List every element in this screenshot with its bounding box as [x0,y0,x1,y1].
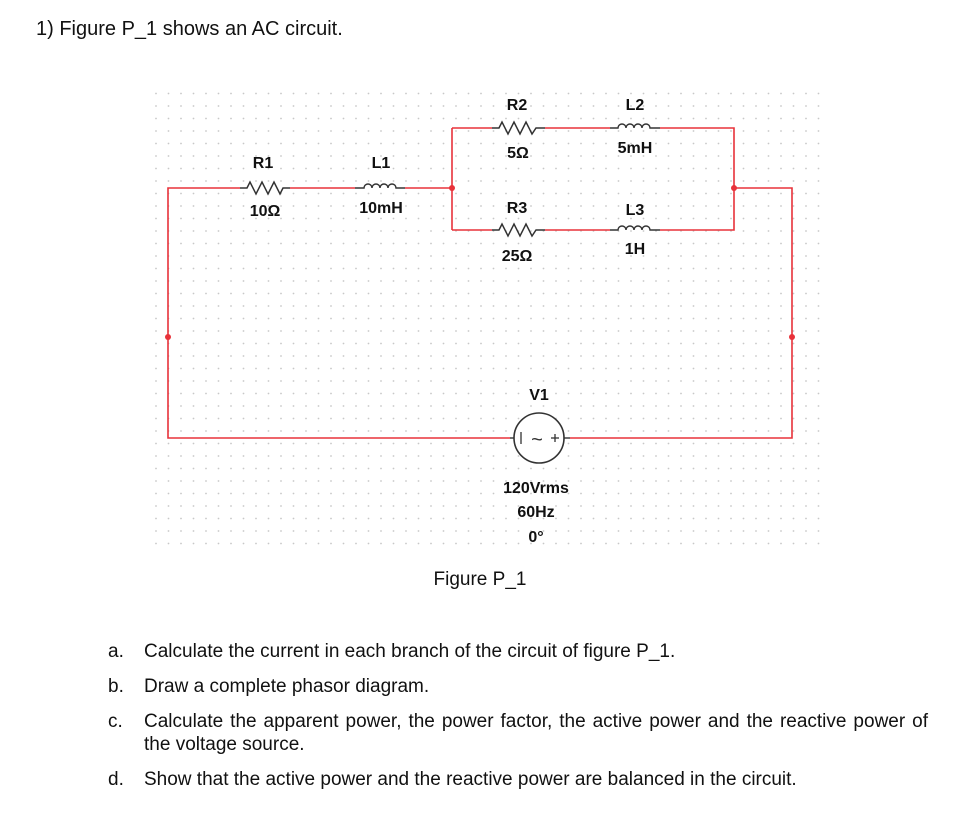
r1-label: R1 [253,155,274,172]
wire-right-loop [570,187,793,439]
task-text: Calculate the apparent power, the power … [144,711,928,755]
v1-voltage: 120Vrms [503,480,569,497]
r3-label: R3 [507,200,528,217]
l3-value: 1H [625,241,645,258]
task-item: d. Show that the active power and the re… [108,768,928,791]
v1-frequency: 60Hz [517,504,554,521]
resistor-r1-symbol [240,180,290,196]
junction-node [449,185,455,191]
circuit-diagram: ~ R1 10Ω L1 10mH R2 5Ω L2 5mH R3 25Ω L3 … [150,86,820,590]
inductor-l2-symbol [610,123,660,129]
r2-value: 5Ω [507,145,529,162]
task-list: a. Calculate the current in each branch … [108,640,928,803]
task-letter: a. [108,641,124,662]
task-letter: c. [108,711,123,732]
task-item: b. Draw a complete phasor diagram. [108,675,928,698]
wire-left-loop [167,187,510,439]
task-letter: b. [108,676,124,697]
v1-label: V1 [529,387,549,404]
grid-background [150,86,820,548]
r2-label: R2 [507,97,528,114]
wires [167,127,793,439]
r3-value: 25Ω [502,248,533,265]
resistor-r2-symbol [492,120,545,136]
l1-value: 10mH [359,200,403,217]
junction-node [731,185,737,191]
l2-value: 5mH [618,140,653,157]
junction-node [789,334,795,340]
task-text: Calculate the current in each branch of … [144,641,676,662]
figure-caption: Figure P_1 [434,569,527,590]
task-text: Draw a complete phasor diagram. [144,676,430,697]
task-text: Show that the active power and the react… [144,769,797,790]
question-heading: 1) Figure P_1 shows an AC circuit. [36,18,343,40]
v1-phase: 0° [528,529,543,546]
resistor-r3-symbol [492,222,545,238]
l2-label: L2 [626,97,645,114]
inductor-l1-symbol [355,183,405,189]
r1-value: 10Ω [250,203,281,220]
wire-branch-right [660,127,735,231]
l3-label: L3 [626,202,645,219]
task-item: a. Calculate the current in each branch … [108,640,928,663]
ac-symbol: ~ [531,429,543,451]
voltage-source-v1: ~ [510,412,570,464]
junction-node [165,334,171,340]
task-letter: d. [108,769,124,790]
inductor-l3-symbol [610,225,660,231]
task-item: c. Calculate the apparent power, the pow… [108,710,928,756]
l1-label: L1 [372,155,391,172]
